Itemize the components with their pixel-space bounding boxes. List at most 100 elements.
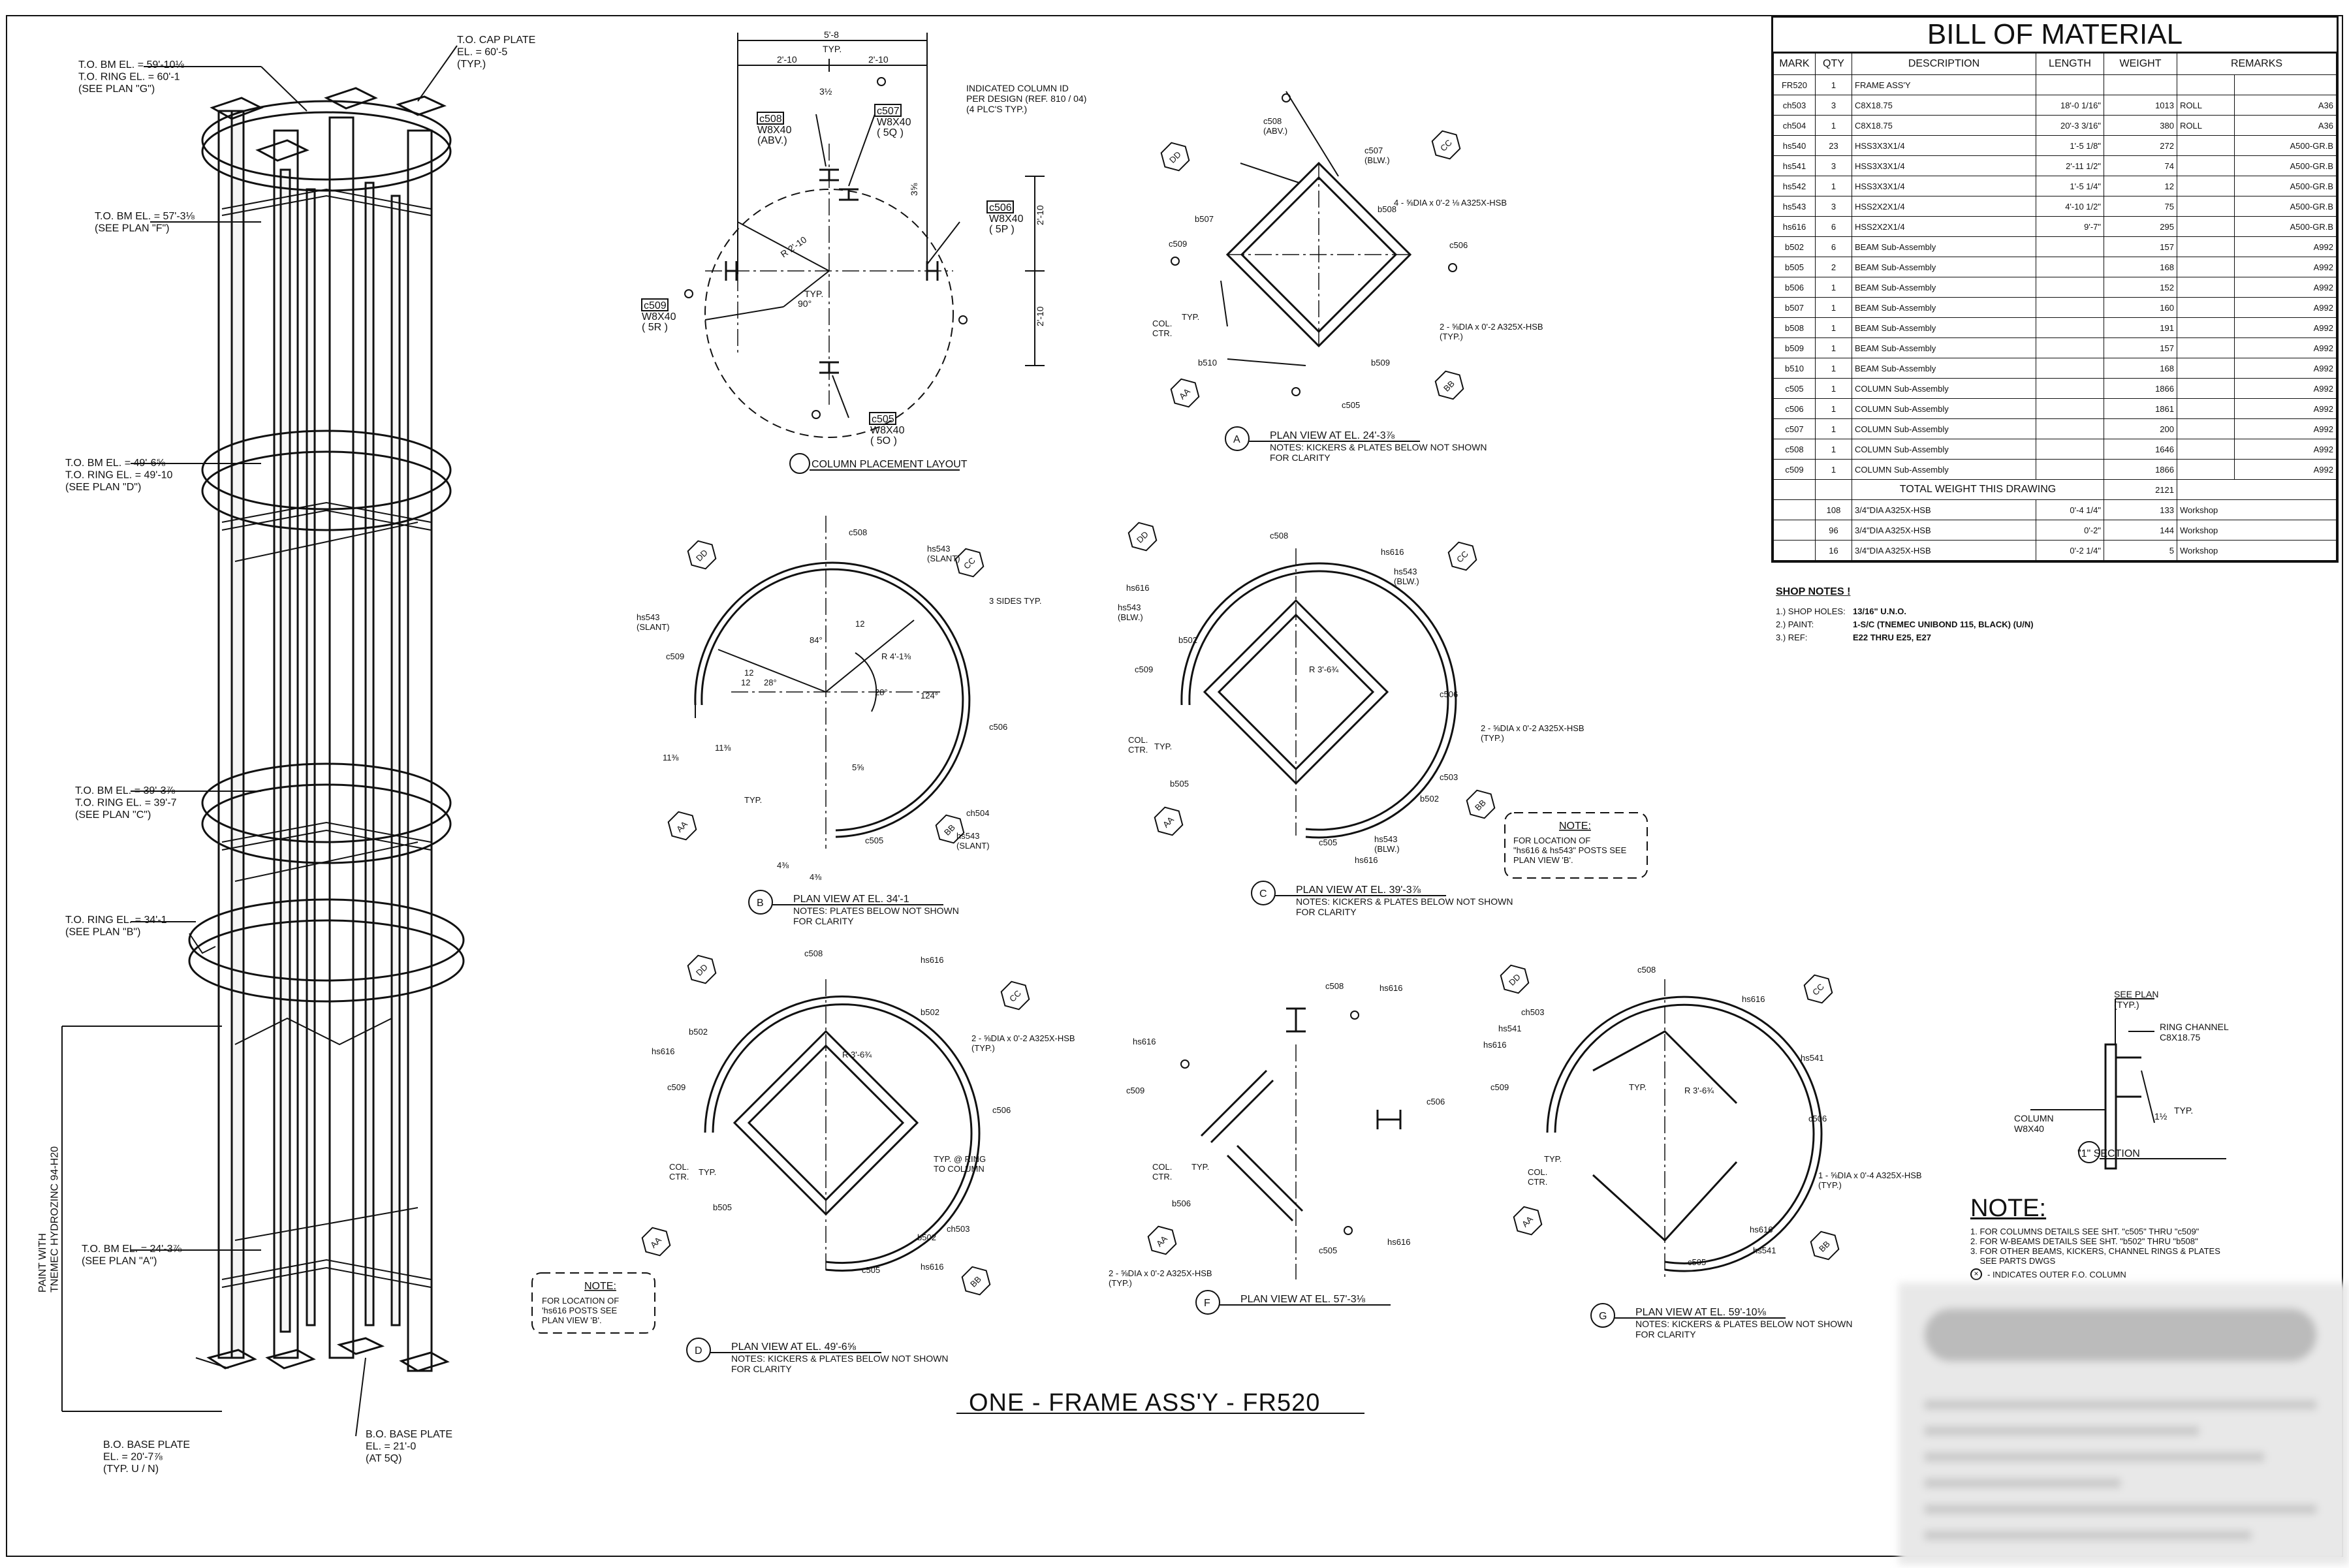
bom-cell: 1013: [2104, 95, 2177, 116]
bom-cell: [2177, 358, 2235, 379]
bom-cell: A36: [2234, 95, 2337, 116]
bom-cell: A500-GR.B: [2234, 196, 2337, 217]
plan-b-label: 28°: [764, 678, 777, 687]
bom-cell: 1: [1815, 418, 1852, 439]
section-marker-cc: [1431, 130, 1461, 160]
bom-cell: [2177, 277, 2235, 298]
plan-view-d: c508hs616b502b502hs616c509c506b505ch503b…: [652, 949, 1075, 1275]
bom-header-row: MARK QTY DESCRIPTION LENGTH WEIGHT REMAR…: [1773, 53, 2337, 75]
plan-c-marker: [1251, 881, 1276, 905]
shop-note-2-value: 1-S/C (TNEMEC UNIBOND 115, BLACK) (U/N): [1853, 619, 2034, 629]
bom-cell: [1773, 520, 1816, 541]
plan-g-label: hs541: [1498, 1024, 1521, 1033]
plan-b-letter: B: [757, 898, 764, 909]
colpl-caption: COLUMN PLACEMENT LAYOUT: [812, 459, 968, 470]
plan-f-label: TYP.: [1191, 1162, 1209, 1172]
bom-cell: HSS3X3X1/4: [1852, 155, 2036, 176]
bom-cell: 168: [2104, 358, 2177, 379]
bom-cell: 3/4"DIA A325X-HSB: [1852, 520, 2036, 541]
section-marker-label: AA: [1161, 815, 1176, 830]
colpl-dim-3half: 3½: [819, 86, 832, 97]
bom-cell: A992: [2234, 277, 2337, 298]
bom-table: MARK QTY DESCRIPTION LENGTH WEIGHT REMAR…: [1773, 53, 2337, 561]
plan-c-label: c505: [1319, 838, 1337, 847]
bom-col-remarks: REMARKS: [2177, 53, 2337, 75]
bom-cell: 1646: [2104, 439, 2177, 460]
bom-cell: A992: [2234, 378, 2337, 399]
bom-cell: C8X18.75: [1852, 115, 2036, 136]
bom-cell: [2177, 135, 2235, 156]
plan-b-label: c509: [666, 651, 684, 661]
section-marker-label: AA: [1520, 1214, 1535, 1229]
bom-cell: 295: [2104, 216, 2177, 237]
shop-note-1: 1.) SHOP HOLES:13/16" U.N.O.: [1776, 604, 2034, 618]
plan-d-label: c508: [804, 949, 823, 958]
plan-b-label: c505: [865, 836, 883, 845]
frame-elevation: [61, 45, 465, 1437]
bom-cell: [2104, 74, 2177, 95]
bom-cell: b509: [1773, 337, 1816, 358]
bom-cell: BEAM Sub-Assembly: [1852, 297, 2036, 318]
elev-label-ring-b: T.O. RING EL. = 34'-1(SEE PLAN "B"): [65, 915, 167, 937]
plan-a-label: COL.CTR.: [1152, 319, 1172, 338]
bill-of-material: BILL OF MATERIAL MARK QTY DESCRIPTION LE…: [1771, 16, 2339, 563]
section-marker-dd: [1500, 964, 1530, 994]
plan-c-letter: C: [1259, 888, 1267, 900]
bom-cell: Workshop: [2177, 520, 2337, 541]
section-marker-label: CC: [1455, 549, 1470, 565]
bom-cell: 0'-2": [2036, 520, 2104, 541]
plan-c-label: COL.CTR.: [1128, 735, 1148, 755]
colpl-loc-c507: ( 5Q ): [877, 127, 904, 138]
bom-cell: [2177, 418, 2235, 439]
bom-cell: ch503: [1773, 95, 1816, 116]
plan-b-label: hs543(SLANT): [927, 544, 960, 563]
bom-cell: hs542: [1773, 176, 1816, 196]
title-block-blurred: [1899, 1283, 2349, 1565]
section-marker-dd: [1160, 142, 1190, 172]
plan-d-label: COL.CTR.: [669, 1162, 689, 1182]
bom-cell: 157: [2104, 236, 2177, 257]
plan-c-label: hs616: [1381, 547, 1404, 557]
bom-cell: [2036, 74, 2104, 95]
elev-label-bm-f: T.O. BM EL. = 57'-3⅛(SEE PLAN "F"): [95, 211, 195, 234]
plan-c-label: hs616: [1355, 855, 1378, 865]
plan-g-label: hs616: [1750, 1225, 1773, 1234]
plan-c-label: c503: [1440, 772, 1458, 782]
bom-cell: [2036, 257, 2104, 277]
section-marker-aa: [641, 1227, 671, 1257]
section-marker-label: CC: [1810, 982, 1826, 997]
bom-cell: [2036, 398, 2104, 419]
colpl-typ: TYP.: [804, 289, 823, 299]
bom-cell: b506: [1773, 277, 1816, 298]
bom-cell: Workshop: [2177, 499, 2337, 520]
bom-cell: [2177, 74, 2235, 95]
bom-cell: A992: [2234, 257, 2337, 277]
bom-cell: 1: [1815, 176, 1852, 196]
bom-cell: 96: [1815, 520, 1852, 541]
plan-c-label: c508: [1270, 531, 1288, 541]
plan-d-label: b502: [689, 1027, 708, 1037]
section-marker-cc: [1447, 541, 1477, 571]
plan-c-label: hs543(BLW.): [1374, 834, 1400, 854]
bom-cell: BEAM Sub-Assembly: [1852, 317, 2036, 338]
bom-cell: 75: [2104, 196, 2177, 217]
section-marker-dd: [1127, 522, 1158, 552]
bom-cell: 144: [2104, 520, 2177, 541]
bom-cell: [1773, 479, 1816, 500]
plan-a-label: c509: [1169, 239, 1187, 249]
bom-cell: [2036, 439, 2104, 460]
plan-d-label: hs616: [921, 955, 943, 965]
plan-f-label: hs616: [1133, 1037, 1156, 1046]
section-marker-label: DD: [694, 962, 710, 978]
bom-cell: BEAM Sub-Assembly: [1852, 236, 2036, 257]
plan-g-label: ch503: [1521, 1007, 1544, 1017]
